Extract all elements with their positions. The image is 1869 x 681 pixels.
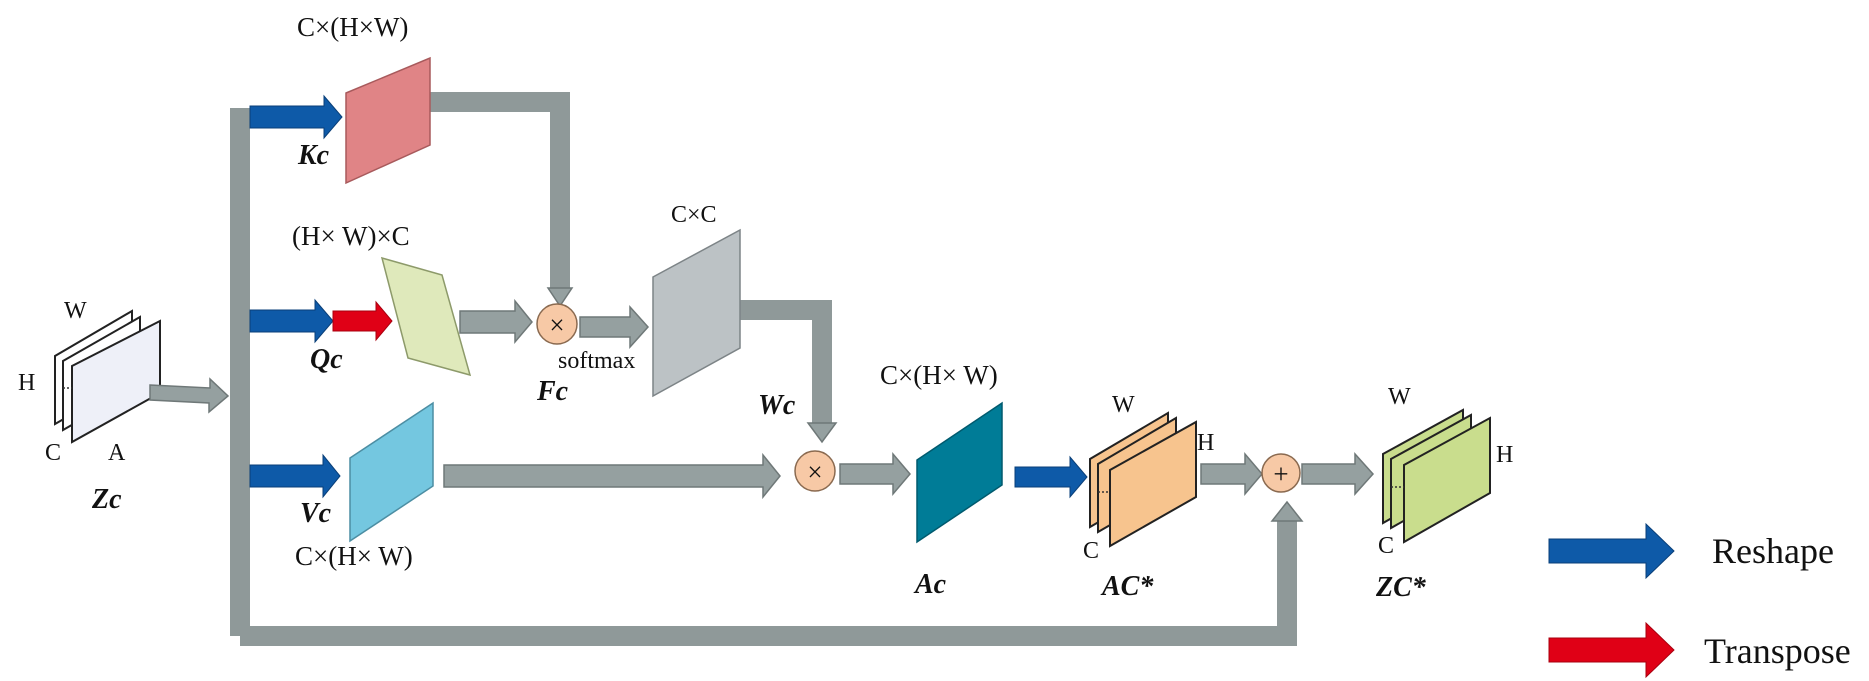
v-dim-label: C×(H× W) <box>295 541 413 571</box>
qc-reshape-arrow <box>249 298 334 344</box>
cc-plate-group: C×C <box>652 202 741 398</box>
acstar-to-add-arrow <box>1200 451 1263 497</box>
fc-to-cc-arrow <box>579 305 650 349</box>
kc-down-arrowhead <box>546 287 574 308</box>
ac-plate <box>916 401 1003 544</box>
vc-branch: Vc C×(H× W) <box>249 401 434 571</box>
legend-transpose-label: Transpose <box>1704 631 1851 671</box>
add-operator: + <box>1261 453 1301 493</box>
kc-label: Kc <box>297 140 330 171</box>
zcstar-w-label: W <box>1388 384 1411 410</box>
softmax-label: softmax <box>558 348 635 374</box>
ac-reshape-arrow <box>1014 455 1088 499</box>
ac-plate-group: C×(H× W) Ac <box>880 360 1003 600</box>
zcstar-label: ZC* <box>1375 572 1427 603</box>
wc-label: Wc <box>758 390 796 421</box>
vc-label: Vc <box>300 498 332 529</box>
legend-reshape-arrow <box>1548 522 1675 580</box>
residual-up-arrowhead <box>1270 500 1304 522</box>
zcstar-plate-front <box>1403 416 1491 544</box>
zc-c-label: C <box>45 440 61 466</box>
legend-reshape-label: Reshape <box>1712 531 1834 571</box>
qc-transpose-arrow <box>332 300 393 342</box>
acstar-tensor: W H C AC* <box>1083 392 1214 602</box>
zcstar-tensor: W H C ZC* <box>1375 384 1513 603</box>
zc-a-label: A <box>108 440 126 466</box>
zcstar-c-label: C <box>1378 533 1394 559</box>
multiply-operator-ac: × <box>794 450 836 492</box>
fc-circle <box>536 303 578 345</box>
qc-plate <box>380 256 472 377</box>
acstar-w-label: W <box>1112 392 1135 418</box>
ac-mul-circle <box>794 450 836 492</box>
add-circle <box>1261 453 1301 493</box>
ac-label: Ac <box>913 569 947 600</box>
acstar-plate-front <box>1109 420 1197 548</box>
add-symbol: + <box>1273 459 1288 489</box>
qc-to-mul-arrow <box>459 298 533 345</box>
zcstar-h-label: H <box>1496 442 1513 468</box>
wc-down-arrowhead <box>806 422 838 444</box>
zc-label: Zc <box>91 484 122 515</box>
zc-w-label: W <box>64 298 87 324</box>
zc-output-arrow <box>149 377 230 414</box>
fc-label: Fc <box>536 376 569 407</box>
qc-branch: (H× W)×C Qc <box>249 221 472 377</box>
acstar-label: AC* <box>1100 571 1154 602</box>
qc-label: Qc <box>310 344 343 375</box>
multiply-operator-fc: × Fc softmax <box>536 303 635 407</box>
ac-dim-label: C×(H× W) <box>880 360 998 390</box>
mul-to-ac-arrow <box>839 451 911 497</box>
residual-line <box>240 520 1297 646</box>
kc-connector-line <box>430 92 570 290</box>
kc-branch: C×(H×W) Kc <box>249 12 431 185</box>
add-to-zcstar-arrow <box>1301 452 1375 496</box>
ac-mul-symbol: × <box>807 457 822 487</box>
fc-operator-symbol: × <box>549 310 564 340</box>
legend-transpose-arrow <box>1548 621 1675 679</box>
cc-connector-line <box>740 300 832 425</box>
q-dim-label: (H× W)×C <box>292 221 410 251</box>
vc-reshape-arrow <box>249 453 341 499</box>
vc-plate <box>349 401 434 543</box>
vc-to-mul-arrow <box>443 452 781 500</box>
cc-dim-label: C×C <box>671 202 717 228</box>
acstar-h-label: H <box>1197 430 1214 456</box>
legend: Reshape Transpose <box>1548 522 1851 679</box>
zc-h-label: H <box>18 370 35 396</box>
acstar-c-label: C <box>1083 538 1099 564</box>
kc-plate <box>345 56 431 185</box>
cc-plate <box>652 228 741 398</box>
input-tensor-zc: W H C A Zc <box>18 298 161 515</box>
kc-reshape-arrow <box>249 94 343 140</box>
top-dim-label: C×(H×W) <box>297 12 408 42</box>
